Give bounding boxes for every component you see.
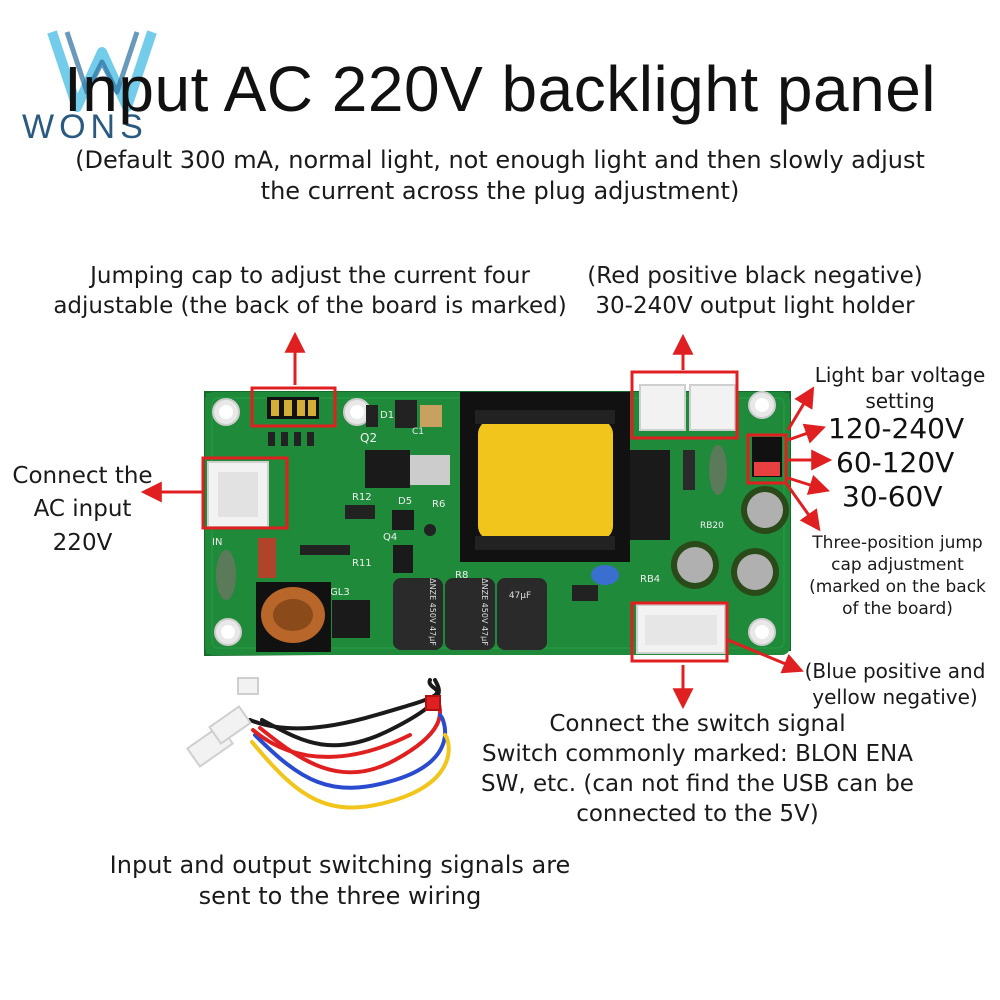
callout-line: (marked on the back — [809, 577, 986, 598]
brand-logo-icon — [47, 30, 157, 112]
blue-capacitor — [591, 565, 619, 585]
callout-line: Light bar voltage — [814, 363, 986, 387]
three-position-callout: Three-position jump cap adjustment (mark… — [800, 532, 995, 620]
callout-line: SW, etc. (can not find the USB can be — [481, 770, 914, 797]
jumper-cap-callout: Jumping cap to adjust the current four a… — [40, 262, 580, 322]
callout-line: of the board) — [842, 599, 953, 620]
callout-line: connected to the 5V) — [576, 800, 819, 827]
callout-line: adjustable (the back of the board is mar… — [53, 292, 567, 319]
output-holder-callout: (Red positive black negative) 30-240V ou… — [570, 262, 940, 322]
wiring-callout: Input and output switching signals are s… — [60, 850, 620, 912]
callout-line: setting — [865, 389, 935, 413]
switch-signal-callout: Connect the switch signal Switch commonl… — [470, 710, 925, 830]
output-connectors — [639, 384, 736, 431]
cap-small-label: 47μF — [509, 591, 531, 601]
board-label-r11: R11 — [352, 558, 372, 569]
cap-label: ΔNZE 450V 47μF — [480, 578, 489, 646]
board-label-r12: R12 — [352, 492, 372, 503]
board-label-r8: R8 — [455, 570, 468, 581]
voltage-option-high: 120-240V — [828, 412, 965, 445]
callout-line: Jumping cap to adjust the current four — [90, 263, 530, 289]
voltage-option-low: 30-60V — [842, 480, 943, 513]
page-title: Input AC 220V backlight panel — [64, 53, 936, 125]
board-label-q4: Q4 — [383, 532, 397, 543]
ac-input-callout: Connect the AC input 220V — [0, 460, 165, 560]
callout-line: 30-240V output light holder — [595, 292, 915, 319]
board-label-rb4: RB4 — [640, 574, 660, 585]
voltage-setting-callout: Light bar voltage setting — [805, 362, 995, 414]
board-label-r6: R6 — [432, 499, 445, 510]
wire-harness — [248, 678, 451, 810]
callout-line: Switch commonly marked: BLON ENA — [482, 740, 913, 767]
callout-line: yellow negative) — [812, 685, 978, 709]
board-label-q2: Q2 — [360, 431, 377, 445]
board-label-in: IN — [212, 537, 222, 548]
jumper-header — [267, 397, 319, 419]
callout-line: Connect the switch signal — [549, 711, 846, 737]
callout-line: 220V — [52, 529, 113, 556]
cable-connector-icon — [185, 677, 441, 768]
callout-line: Input and output switching signals are — [109, 851, 571, 879]
subtitle: (Default 300 mA, normal light, not enoug… — [30, 145, 970, 207]
subtitle-line: the current across the plug adjustment) — [260, 177, 740, 206]
callout-line: (Blue positive and — [804, 659, 986, 683]
callout-line: sent to the three wiring — [198, 882, 482, 911]
cap-label: ΔNZE 450V 47μF — [428, 578, 437, 646]
callout-line: Connect the — [12, 463, 153, 489]
board-label-rb20: RB20 — [700, 521, 724, 531]
inductor-coil-icon — [256, 582, 331, 652]
callout-line: AC input — [33, 496, 132, 523]
voltage-option-mid: 60-120V — [836, 446, 955, 479]
callout-line: (Red positive black negative) — [587, 263, 923, 289]
board-label-d1: D1 — [380, 410, 394, 421]
capacitor-small — [671, 486, 789, 596]
capacitor-450v-left: ΔNZE 450V 47μF — [393, 578, 443, 650]
board-label-gl3: GL3 — [330, 587, 350, 598]
board-label-d5: D5 — [398, 496, 412, 507]
brand-name: WONS — [22, 108, 148, 146]
arrows — [140, 331, 833, 710]
board-label-c1: C1 — [412, 427, 424, 437]
mounting-hole-icon — [212, 391, 776, 646]
transistor-q2 — [365, 450, 410, 488]
subtitle-line: (Default 300 mA, normal light, not enoug… — [75, 146, 925, 174]
callout-line: Three-position jump — [812, 533, 983, 553]
transformer — [460, 392, 630, 562]
callout-line: cap adjustment — [831, 555, 964, 576]
capacitor-450v-right: ΔNZE 450V 47μF — [445, 578, 495, 650]
blue-yellow-callout: (Blue positive and yellow negative) — [795, 658, 995, 710]
